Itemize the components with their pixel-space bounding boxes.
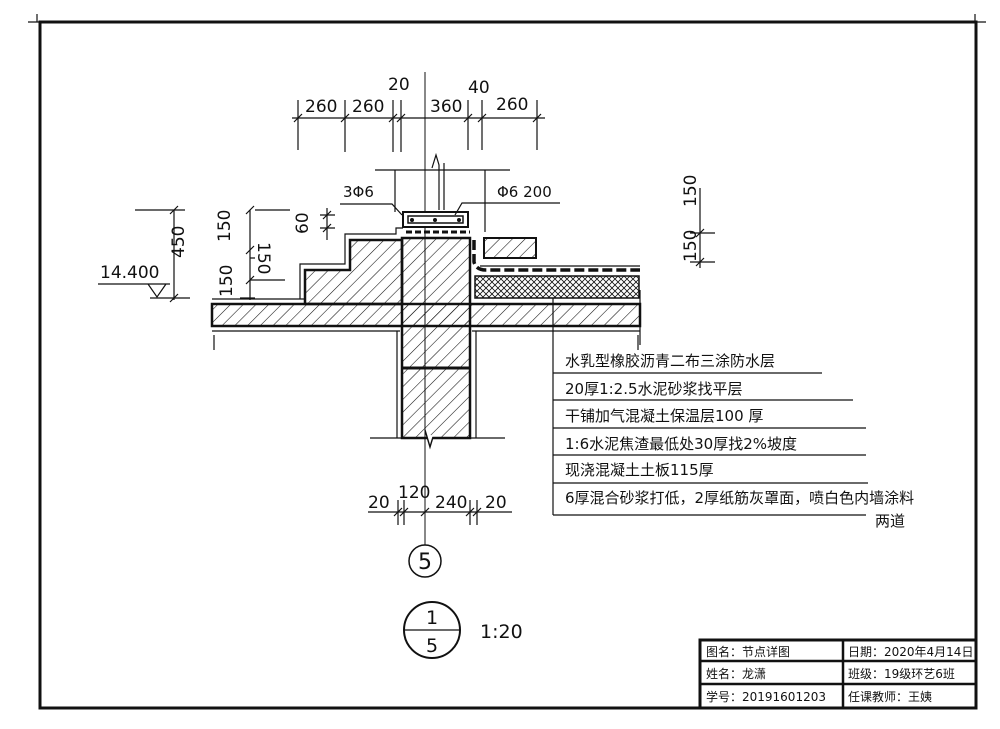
detail-symbol: 1 5 1:20: [403, 601, 523, 659]
title-class: 班级：19级环艺6班: [848, 667, 955, 681]
rebar-stirrup-label: Φ6 200: [497, 183, 552, 201]
dim-top-5: 40: [468, 78, 490, 98]
dim-cap: 60: [293, 212, 313, 234]
title-teacher: 任课教师：王姨: [848, 689, 932, 704]
right-dimensions: 150 150: [681, 175, 715, 268]
title-student-id: 学号：20191601203: [706, 689, 826, 704]
layer-3: 干铺加气混凝土保温层100 厚: [565, 407, 763, 425]
stepped-parapet: [299, 227, 404, 306]
dim-left-lower: 150: [217, 265, 237, 297]
dim-bottom-1: 20: [368, 493, 390, 513]
layer-1: 水乳型橡胶沥青二布三涂防水层: [565, 352, 775, 370]
scale-label: 1:20: [480, 621, 523, 643]
dim-top-1: 260: [305, 97, 337, 117]
title-date: 日期：2020年4月14日: [848, 645, 973, 659]
layer-6-cont: 两道: [875, 512, 905, 530]
axis-label: 5: [418, 550, 432, 575]
bottom-dimension-chain: 20 120 240 20: [368, 483, 512, 525]
title-drawing-name: 图名：节点详图: [706, 644, 790, 659]
dim-bottom-2: 120: [398, 483, 430, 503]
dim-top-2: 260: [352, 97, 384, 117]
dim-left-middle: 150: [253, 242, 273, 274]
dim-right-lower: 150: [681, 230, 701, 262]
layer-5: 现浇混凝土土板115厚: [565, 461, 714, 479]
dim-left-total: 450: [169, 226, 189, 258]
concrete-column: [370, 236, 505, 450]
dim-right-upper: 150: [681, 175, 701, 207]
dim-top-3: 20: [388, 75, 410, 95]
dim-left-upper: 150: [215, 210, 235, 242]
title-block: 图名：节点详图 日期：2020年4月14日 姓名：龙潇 班级：19级环艺6班 学…: [698, 638, 978, 710]
detail-sheet: 5: [426, 635, 438, 657]
rebar-cap: 3Φ6 Φ6 200: [340, 183, 560, 234]
left-dimensions: 450 150 150 150 60 14.400: [98, 205, 335, 303]
dim-bottom-3: 240: [435, 493, 467, 513]
dim-top-4: 360: [430, 97, 462, 117]
layer-4: 1:6水泥焦渣最低处30厚找2%坡度: [565, 435, 797, 453]
layer-annotations: 水乳型橡胶沥青二布三涂防水层 20厚1:2.5水泥砂浆找平层 干铺加气混凝土保温…: [552, 298, 914, 530]
detail-number: 1: [426, 607, 438, 629]
elevation-label: 14.400: [100, 263, 159, 283]
roof-buildup: [472, 237, 640, 299]
title-name: 姓名：龙潇: [706, 666, 766, 681]
sheet-border: [28, 14, 986, 710]
layer-2: 20厚1:2.5水泥砂浆找平层: [565, 380, 743, 398]
layer-6: 6厚混合砂浆打低，2厚纸筋灰罩面，喷白色内墙涂料: [565, 489, 914, 507]
column-stub: [375, 152, 510, 232]
top-dimension-chain: 260 260 20 360 40 260: [292, 75, 545, 152]
axis-bubble: 5: [408, 544, 442, 578]
dim-bottom-4: 20: [485, 493, 507, 513]
rebar-main-label: 3Φ6: [343, 183, 374, 201]
dim-top-6: 260: [496, 95, 528, 115]
